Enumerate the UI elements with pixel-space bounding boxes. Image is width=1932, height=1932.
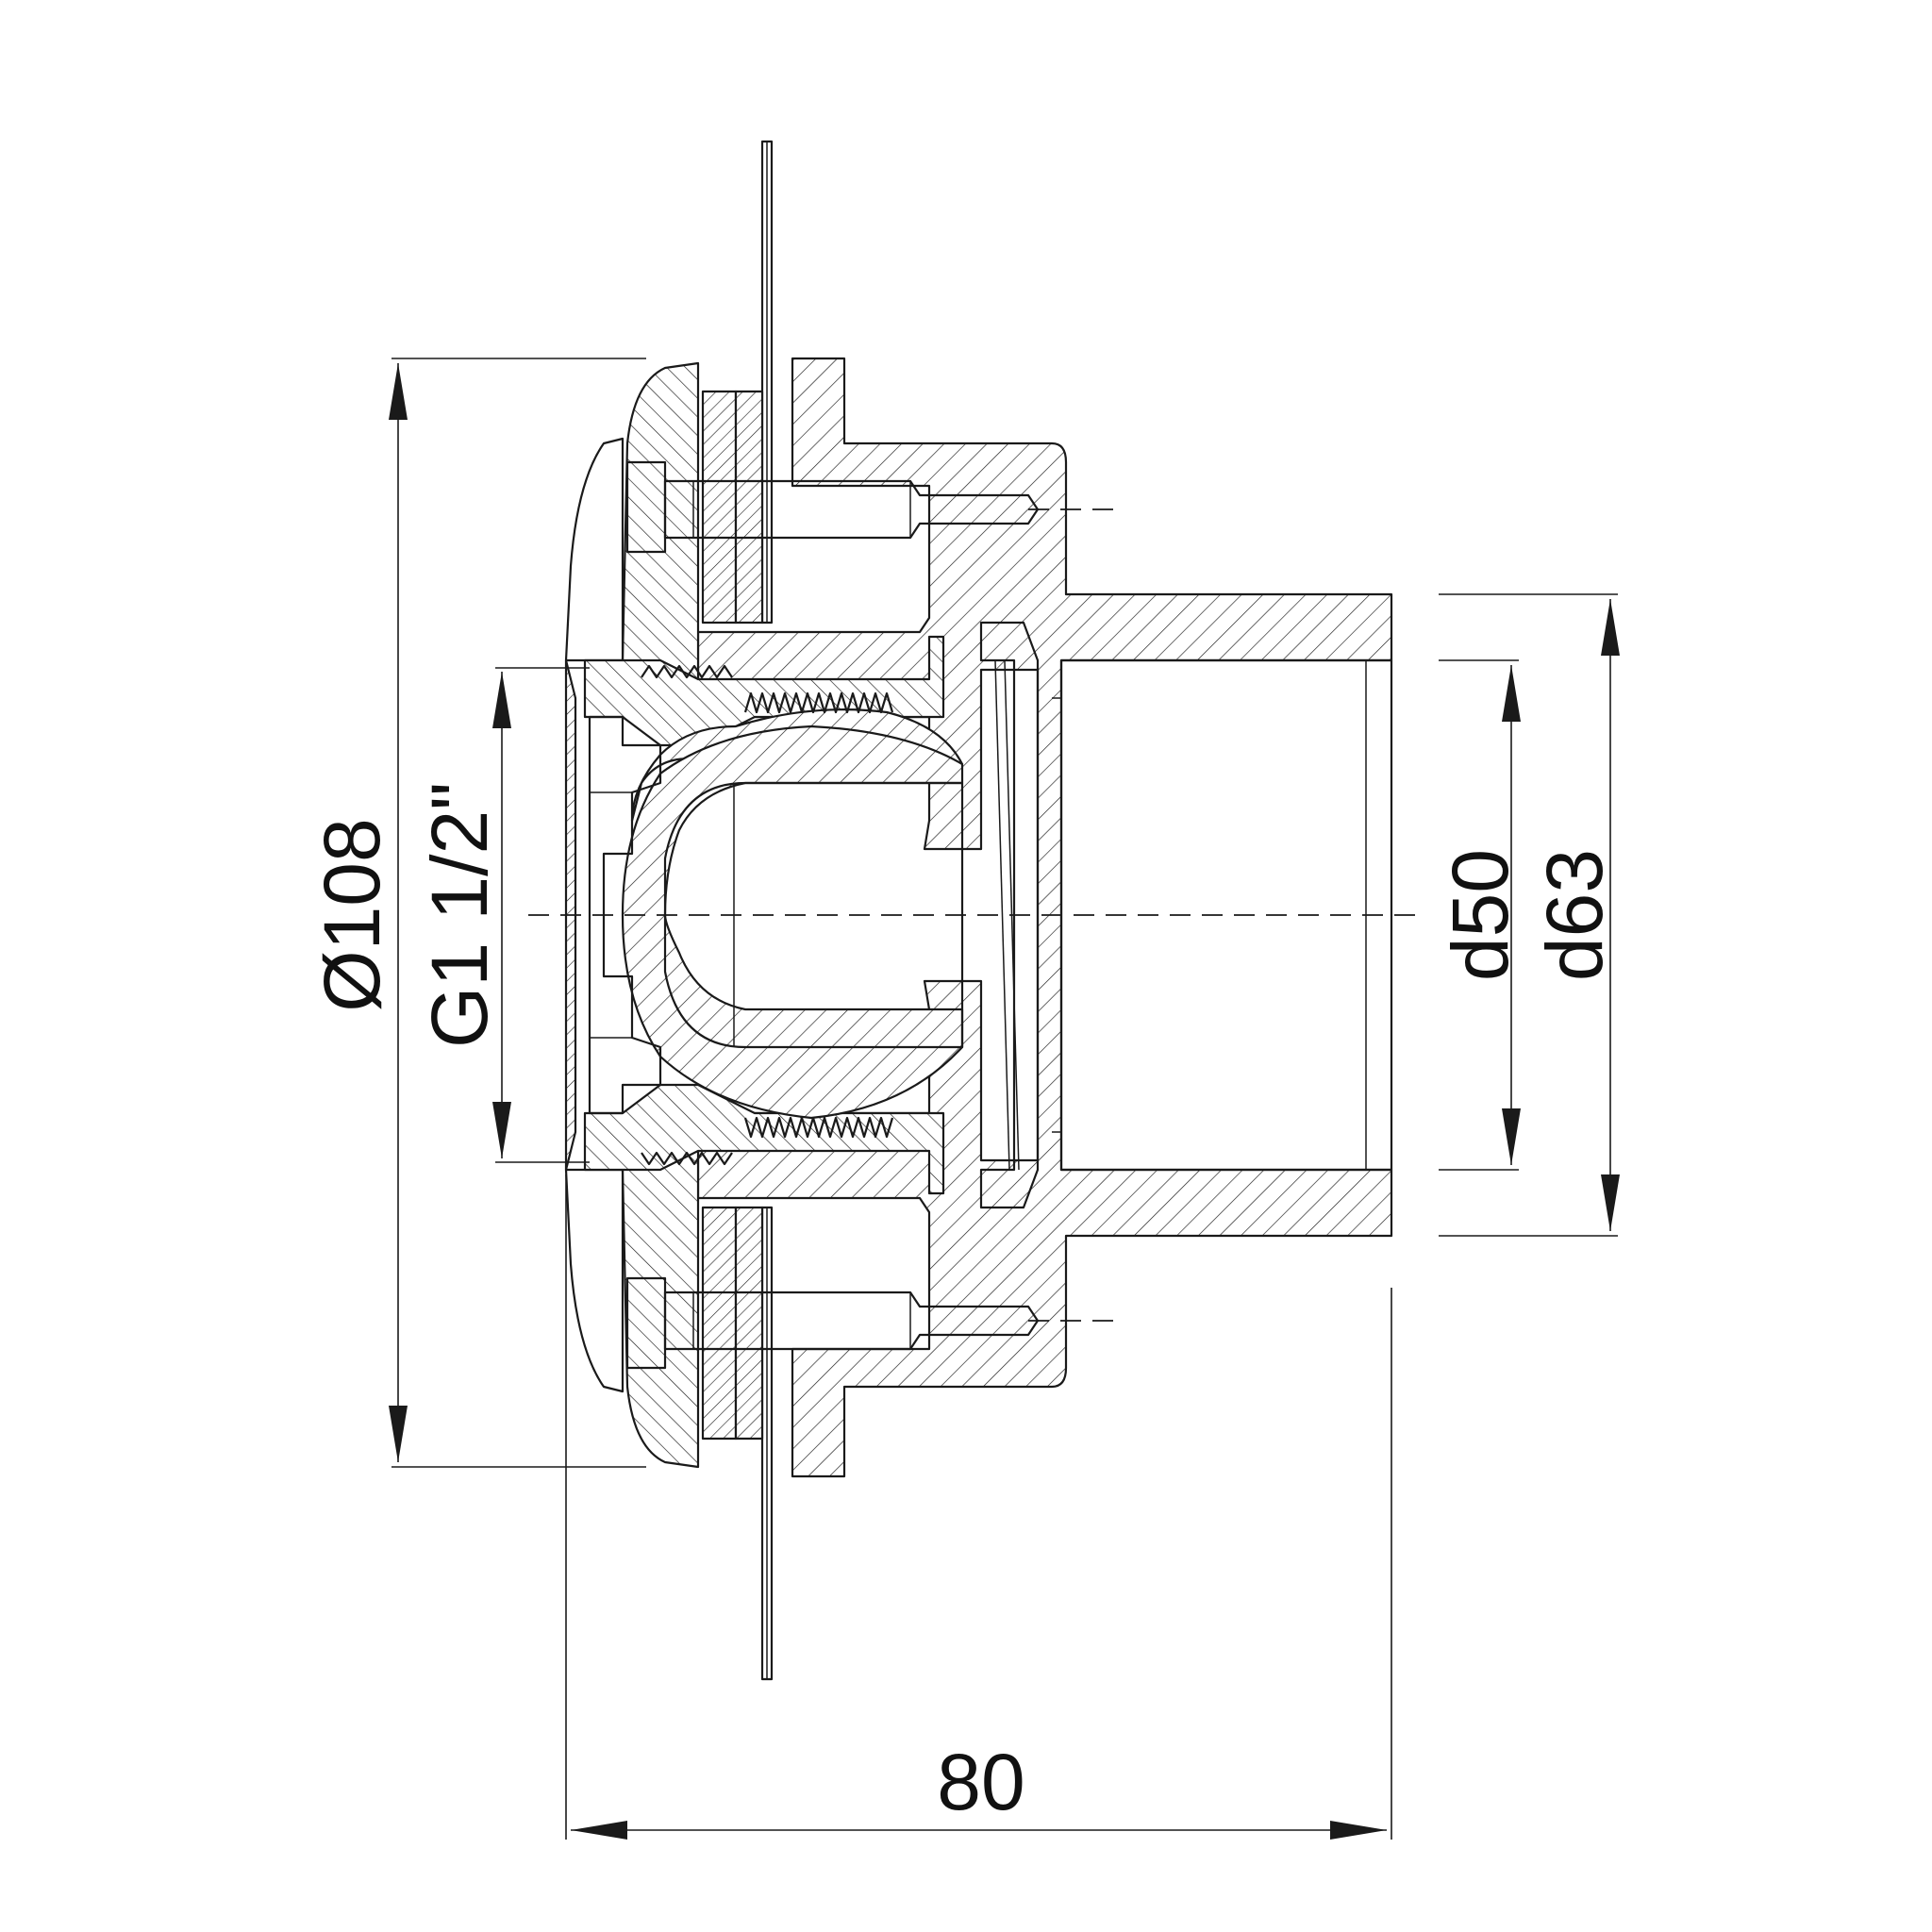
housing-body <box>696 357 1393 1478</box>
sealing-membrane <box>760 140 774 1681</box>
dim-label-thread: G1 1/2" <box>415 782 504 1048</box>
bolt-bottom <box>625 1276 1040 1370</box>
front-flange <box>621 361 700 1469</box>
centerlines <box>528 508 1415 1322</box>
dimension-length: 80 <box>565 1174 1392 1840</box>
clamping-ring <box>701 390 764 1441</box>
dim-label-length: 80 <box>937 1738 1024 1826</box>
dimension-outer-diameter: Ø108 <box>308 358 646 1468</box>
ball-joint <box>621 691 964 1139</box>
bolt-top <box>625 460 1040 554</box>
dim-label-outer-pipe: d63 <box>1530 849 1619 981</box>
dimension-inner-pipe: d50 <box>1436 659 1524 1171</box>
dim-label-outer-diameter: Ø108 <box>308 818 396 1012</box>
dim-label-inner-pipe: d50 <box>1436 849 1524 981</box>
dimension-thread: G1 1/2" <box>415 667 590 1163</box>
dimension-outer-pipe: d63 <box>1439 593 1620 1237</box>
